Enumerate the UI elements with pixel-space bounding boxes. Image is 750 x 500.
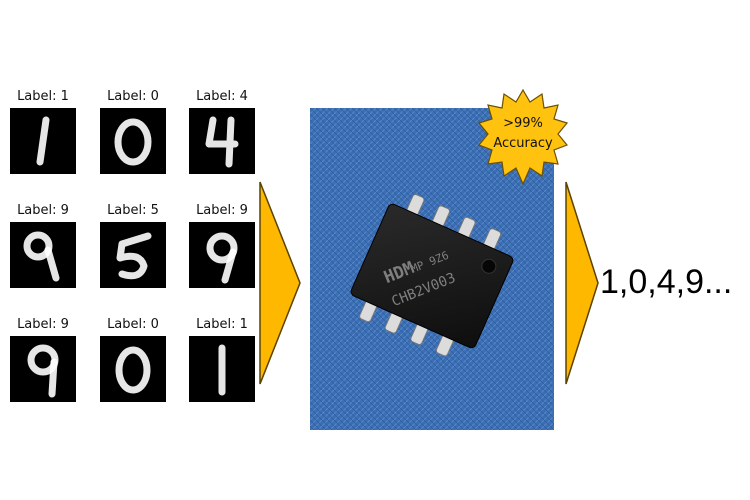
flow-arrow-right-icon — [565, 181, 599, 385]
digit-image — [10, 222, 76, 288]
accuracy-caption: Accuracy — [493, 136, 553, 151]
digit-image — [189, 108, 255, 174]
sample-label: Label: 9 — [17, 317, 69, 332]
flow-arrow-right-icon — [259, 181, 301, 385]
accuracy-badge-text: >99% Accuracy — [478, 114, 568, 154]
digit-image — [10, 108, 76, 174]
sample-label: Label: 1 — [17, 89, 69, 104]
digit-image — [100, 336, 166, 402]
sample-label: Label: 5 — [107, 203, 159, 218]
digit-image — [189, 222, 255, 288]
output-sequence: 1,0,4,9... — [600, 263, 733, 301]
sample-label: Label: 4 — [196, 89, 248, 104]
sample-label: Label: 1 — [196, 317, 248, 332]
digit-image — [10, 336, 76, 402]
sample-label: Label: 0 — [107, 89, 159, 104]
digit-image — [100, 222, 166, 288]
digit-image — [189, 336, 255, 402]
sample-label: Label: 9 — [17, 203, 69, 218]
digit-image — [100, 108, 166, 174]
accuracy-badge-starburst-icon — [478, 88, 568, 186]
digit-grid: Label: 1 Label: 0 Label: 4 Label: 9 Labe… — [0, 0, 260, 500]
sample-label: Label: 0 — [107, 317, 159, 332]
sample-label: Label: 9 — [196, 203, 248, 218]
accuracy-value: >99% — [503, 116, 543, 131]
